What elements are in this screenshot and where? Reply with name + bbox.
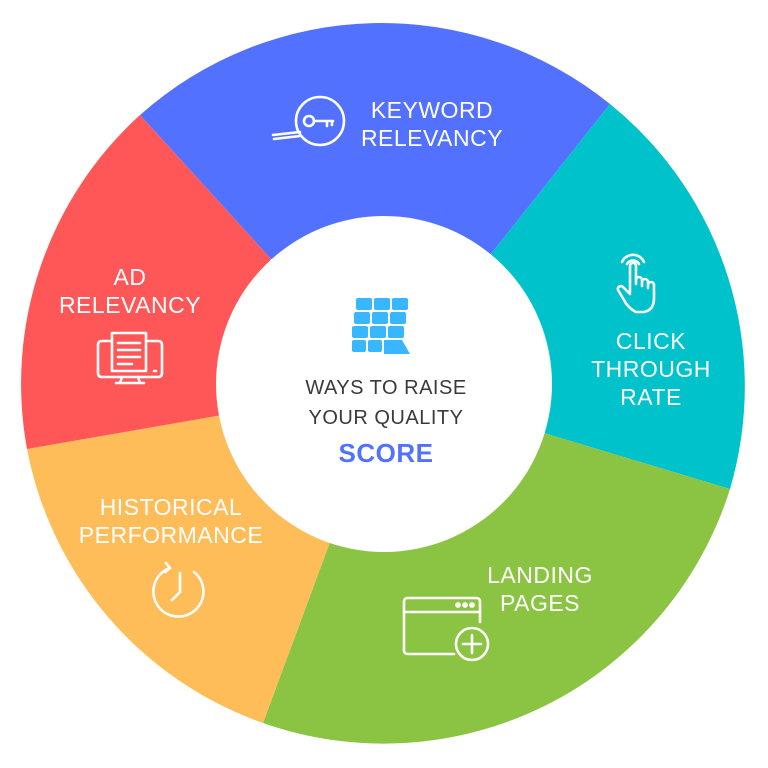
segment-ad-relevancy	[21, 115, 272, 449]
grid-logo-icon	[352, 298, 410, 354]
ad-label-line2: RELEVANCY	[59, 292, 201, 318]
segment-keyword-relevancy	[140, 23, 610, 260]
landing-label-line1: LANDING	[487, 562, 593, 588]
segment-click-through-rate	[491, 104, 745, 489]
key-magnifier-icon	[271, 95, 346, 147]
historical-label-line2: PERFORMANCE	[79, 522, 263, 548]
ad-label-line1: AD	[114, 264, 147, 290]
center-title-line1: WAYS TO RAISE	[305, 377, 466, 399]
click-label-line2: THROUGH	[591, 356, 711, 382]
segment-historical-performance	[27, 415, 330, 723]
center-score-label: SCORE	[339, 438, 434, 468]
browser-add-icon	[402, 596, 490, 662]
click-label-line1: CLICK	[616, 328, 686, 354]
center-title-line2: YOUR QUALITY	[309, 407, 464, 429]
click-label-line3: RATE	[620, 384, 682, 410]
keyword-label-line1: KEYWORD	[371, 97, 493, 123]
hand-tap-icon	[616, 253, 656, 314]
segment-landing-pages	[263, 433, 730, 744]
center-hub	[216, 216, 552, 552]
keyword-label-line2: RELEVANCY	[361, 125, 503, 151]
clock-icon	[152, 561, 205, 618]
historical-label-line1: HISTORICAL	[100, 494, 243, 520]
landing-label-line2: PAGES	[500, 590, 580, 616]
monitor-document-icon	[96, 331, 164, 385]
